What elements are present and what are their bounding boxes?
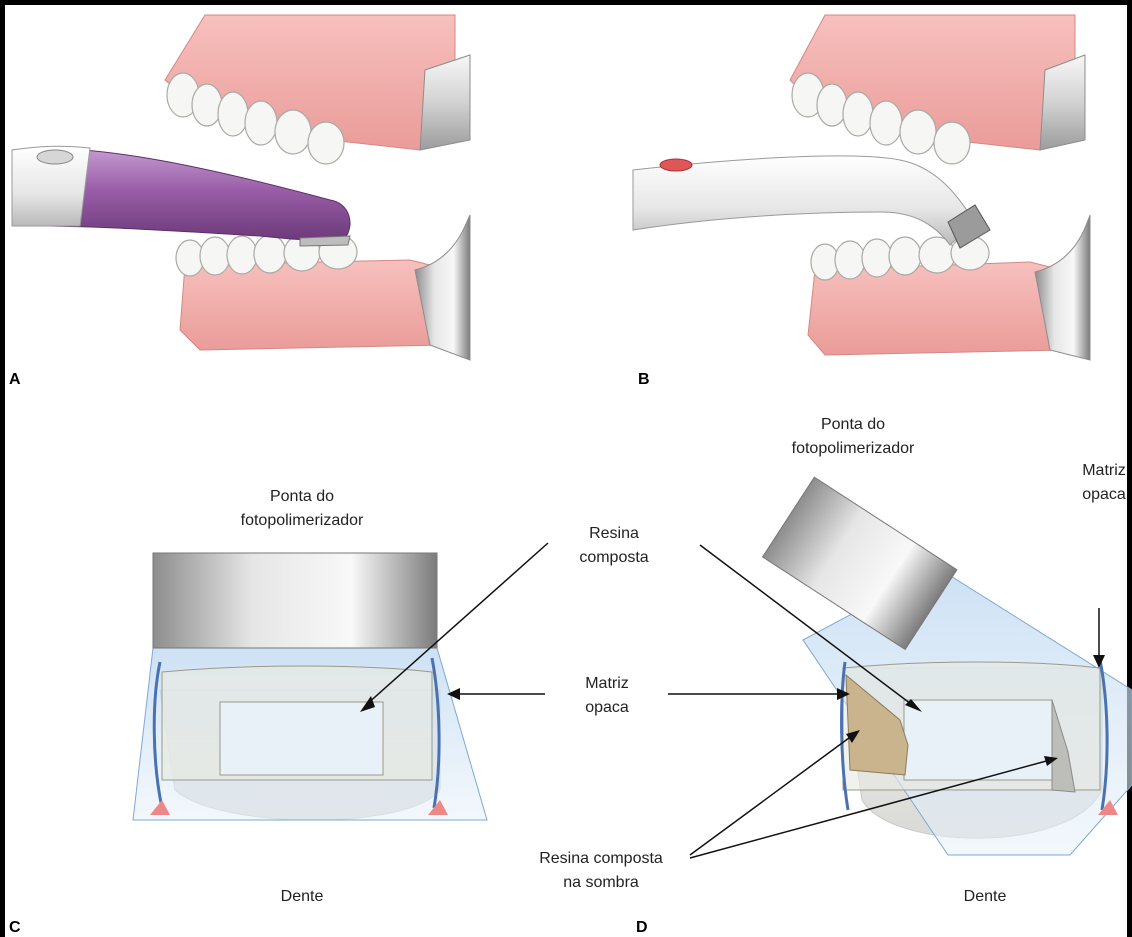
curing-tip-c bbox=[153, 553, 437, 648]
light-tip-a bbox=[300, 236, 350, 246]
handle-button-a bbox=[37, 150, 73, 164]
cavity-c bbox=[220, 702, 383, 775]
handle-button-b bbox=[660, 159, 692, 171]
label-sombra-line1: Resina composta bbox=[539, 850, 663, 867]
label-ponta-c-line2: fotopolimerizador bbox=[241, 512, 364, 529]
upper-mount bbox=[420, 55, 470, 150]
cavity-d bbox=[904, 700, 1052, 780]
label-resina-line2: composta bbox=[579, 549, 648, 566]
panel-d-illustration bbox=[763, 477, 1132, 855]
label-matriz-right-line2: opaca bbox=[1082, 486, 1126, 503]
label-ponta-d-line1: Ponta do bbox=[821, 416, 885, 433]
label-sombra-line2: na sombra bbox=[563, 874, 639, 891]
panel-c-illustration bbox=[133, 553, 487, 820]
label-matriz-center-line1: Matriz bbox=[585, 675, 629, 692]
panel-label-a: A bbox=[9, 371, 21, 388]
label-ponta-d-line2: fotopolimerizador bbox=[792, 440, 915, 457]
label-dente-d: Dente bbox=[964, 888, 1007, 905]
label-dente-c: Dente bbox=[281, 888, 324, 905]
panel-label-c: C bbox=[9, 919, 21, 936]
upper-mount bbox=[1040, 55, 1085, 150]
label-matriz-center-line2: opaca bbox=[585, 699, 629, 716]
panel-b-illustration bbox=[633, 15, 1090, 360]
panel-a-illustration bbox=[12, 15, 470, 360]
panel-label-b: B bbox=[638, 371, 650, 388]
label-ponta-c-line1: Ponta do bbox=[270, 488, 334, 505]
label-resina-line1: Resina bbox=[589, 525, 639, 542]
panel-label-d: D bbox=[636, 919, 648, 936]
label-matriz-right-line1: Matriz bbox=[1082, 462, 1126, 479]
